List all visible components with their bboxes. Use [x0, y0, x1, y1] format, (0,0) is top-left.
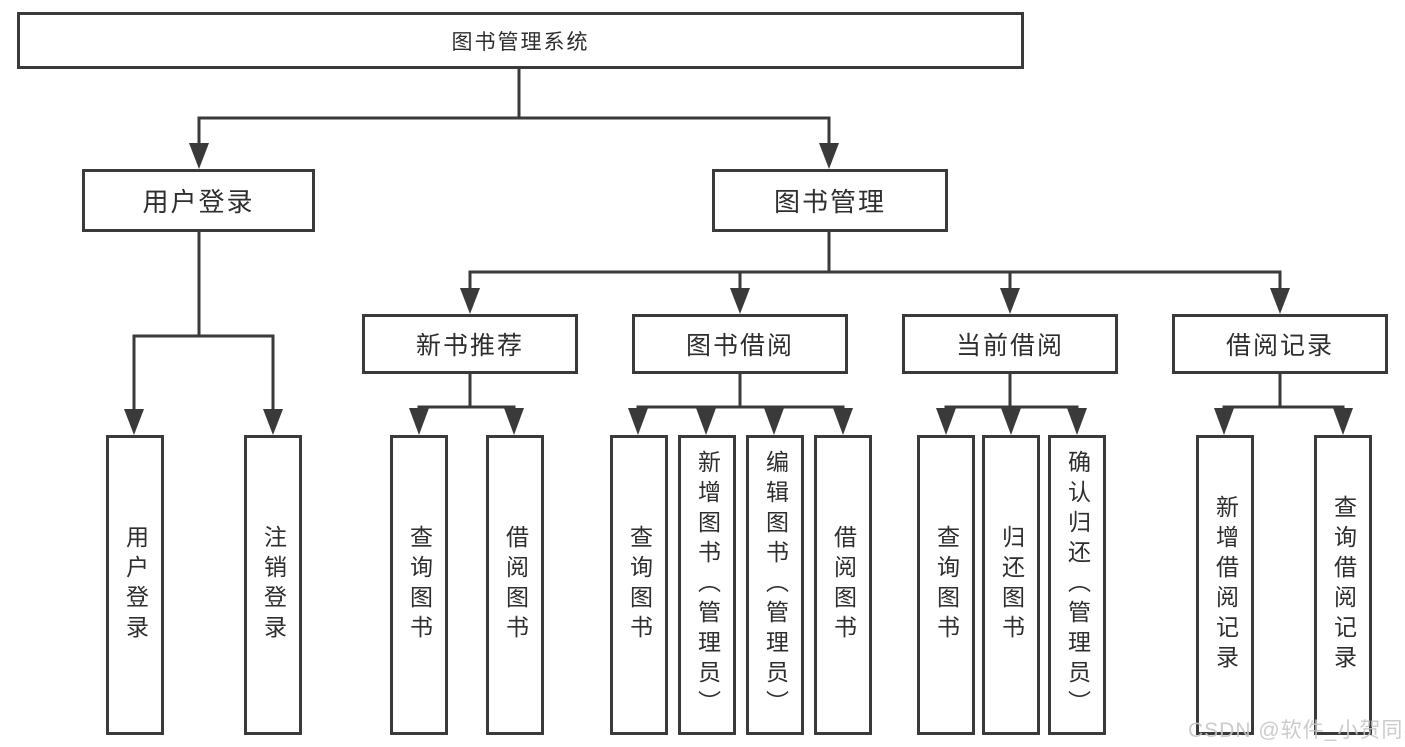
leaf-query-borrow-record: 查询借阅记录 [1314, 435, 1372, 735]
node-label: 新书推荐 [415, 332, 524, 360]
leaf-edit-books-admin: 编辑图书（管理员） [746, 435, 804, 735]
arrowheads [124, 143, 1353, 435]
node-borrowing-records: 借阅记录 [1172, 314, 1388, 374]
node-label: 图书借阅 [685, 332, 794, 360]
node-label: 借阅记录 [1225, 332, 1334, 360]
node-label: 图书管理 [773, 187, 886, 217]
leaf-borrow-books-recommend: 借阅图书 [486, 435, 544, 735]
node-label: 归还图书 [998, 525, 1025, 645]
leaf-add-borrow-record: 新增借阅记录 [1196, 435, 1254, 735]
node-label: 查询图书 [406, 525, 433, 645]
node-label: 用户登录 [142, 187, 255, 217]
leaf-user-login: 用户登录 [106, 435, 164, 735]
leaf-borrow-books: 借阅图书 [814, 435, 872, 735]
node-new-book-recommendation: 新书推荐 [362, 314, 578, 374]
leaf-query-books-borrow: 查询图书 [610, 435, 668, 735]
node-label: 编辑图书（管理员） [762, 450, 789, 720]
leaf-confirm-return-admin: 确认归还（管理员） [1048, 435, 1106, 735]
node-book-borrowing: 图书借阅 [632, 314, 848, 374]
node-label: 用户登录 [122, 525, 149, 645]
leaf-query-books-current: 查询图书 [917, 435, 975, 735]
leaf-return-books: 归还图书 [982, 435, 1040, 735]
node-label: 查询图书 [933, 525, 960, 645]
leaf-logout: 注销登录 [244, 435, 302, 735]
leaf-add-books-admin: 新增图书（管理员） [678, 435, 736, 735]
node-label: 新增借阅记录 [1212, 495, 1239, 675]
node-label: 借阅图书 [502, 525, 529, 645]
node-library-management-system: 图书管理系统 [17, 12, 1024, 69]
leaf-query-books-recommend: 查询图书 [390, 435, 448, 735]
node-label: 注销登录 [260, 525, 287, 645]
node-label: 当前借阅 [955, 332, 1064, 360]
node-label: 新增图书（管理员） [694, 450, 721, 720]
node-label: 图书管理系统 [451, 30, 590, 54]
node-label: 查询图书 [626, 525, 653, 645]
node-label: 查询借阅记录 [1330, 495, 1357, 675]
node-label: 借阅图书 [830, 525, 857, 645]
node-user-login: 用户登录 [82, 169, 315, 232]
node-book-management: 图书管理 [712, 169, 948, 232]
node-label: 确认归还（管理员） [1064, 450, 1091, 720]
node-current-borrowing: 当前借阅 [902, 314, 1118, 374]
csdn-watermark: CSDN @软件_小贺同学 [1188, 719, 1405, 742]
